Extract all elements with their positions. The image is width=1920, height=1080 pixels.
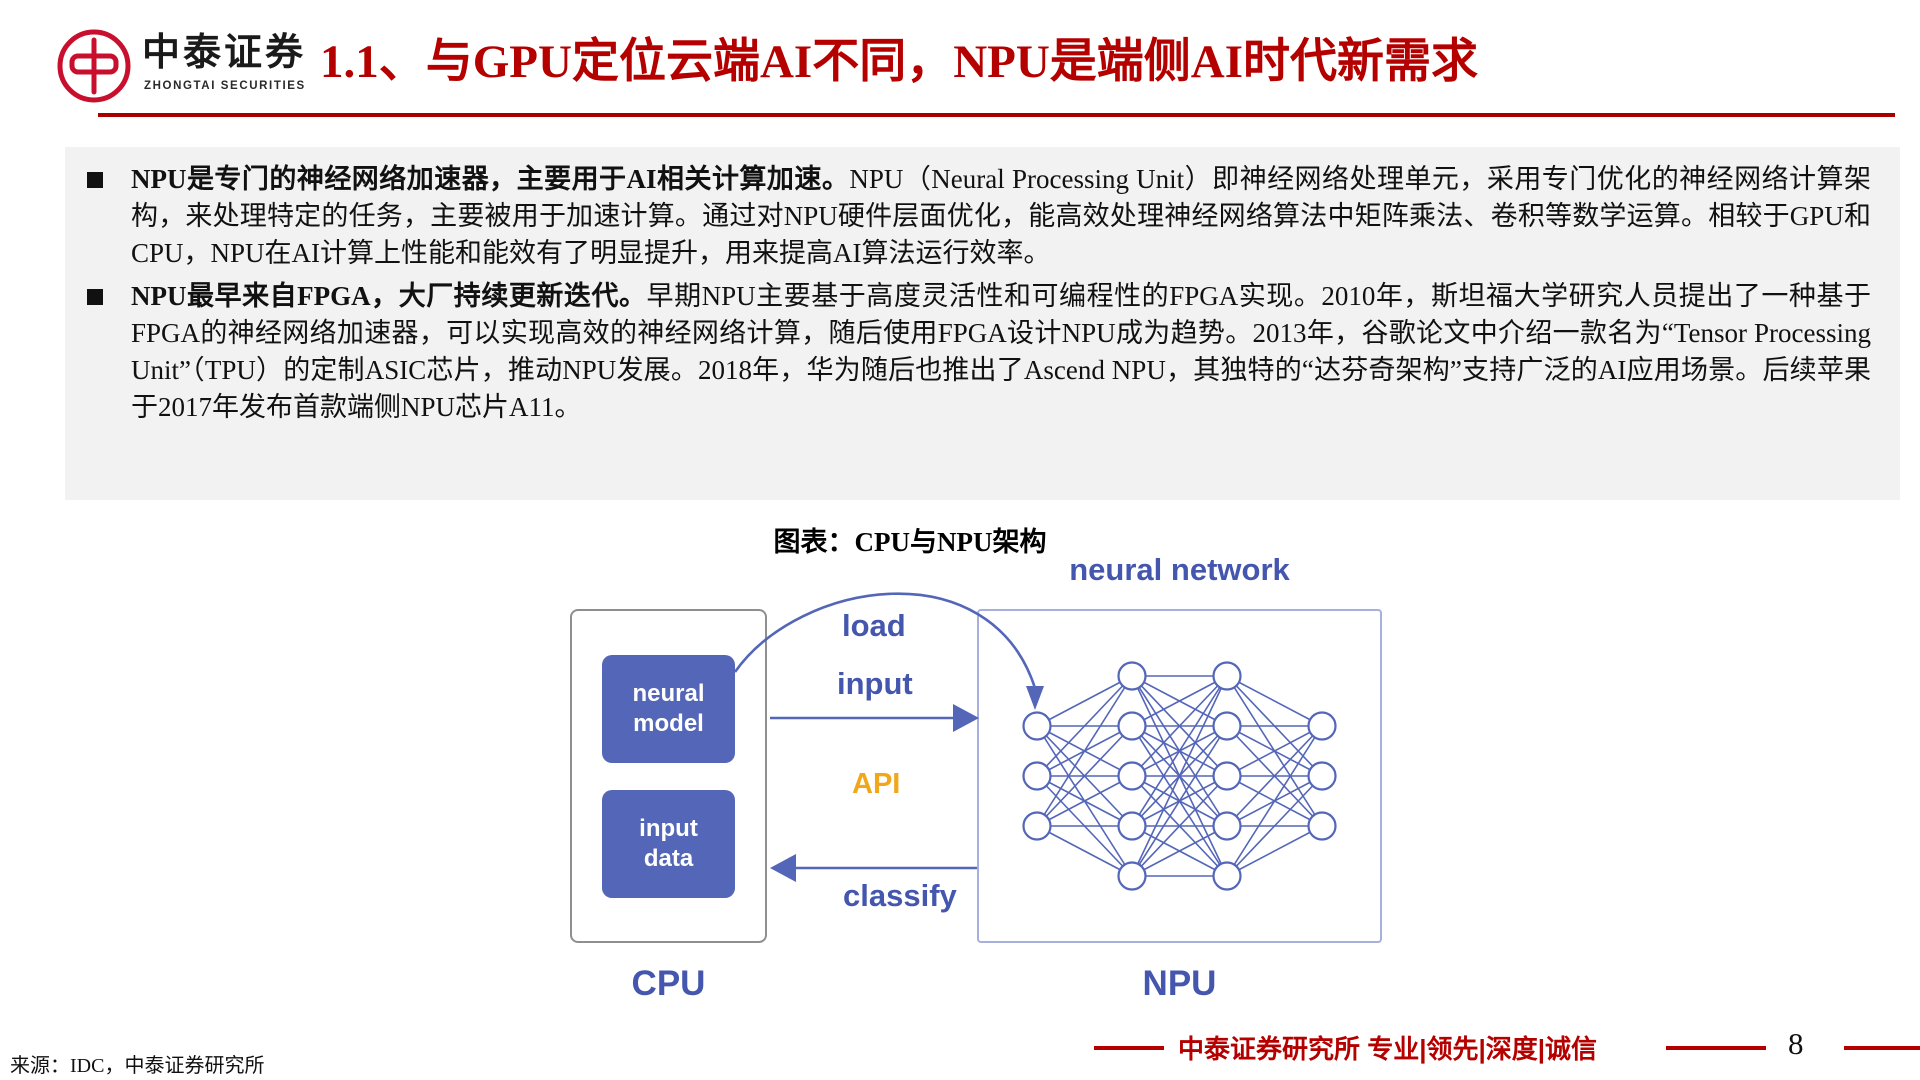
npu-label: NPU xyxy=(1142,964,1217,1003)
bullet-1-body: NPU（Neural Processing Unit）即神经网络处理单元，采用专… xyxy=(131,164,1872,268)
input-data-line2: data xyxy=(643,845,694,872)
npu-network-svg xyxy=(1022,661,1337,891)
zhongtai-logo-icon xyxy=(56,28,132,104)
neural-model-line1: neural xyxy=(632,680,705,707)
header-rule xyxy=(98,113,1895,117)
source-note: 来源：IDC，中泰证券研究所 xyxy=(10,1055,265,1077)
api-label: API xyxy=(852,768,901,800)
input-arrowhead-icon xyxy=(953,704,979,732)
content-panel: NPU是专门的神经网络加速器，主要用于AI相关计算加速。NPU（Neural P… xyxy=(65,147,1900,500)
logo-cn-text: 中泰证券 xyxy=(142,32,307,74)
input-data-block: input data xyxy=(602,790,735,898)
load-label: load xyxy=(842,608,906,643)
bullet-1-lead: NPU是专门的神经网络加速器，主要用于AI相关计算加速。 xyxy=(131,164,850,194)
neural-network-title: neural network xyxy=(1069,552,1290,587)
bullet-item-2: NPU最早来自FPGA，大厂持续更新迭代。早期NPU主要基于高度灵活性和可编程性… xyxy=(81,278,1876,426)
classify-label: classify xyxy=(843,878,957,913)
page-number: 8 xyxy=(1788,1026,1804,1061)
bullet-2-lead: NPU最早来自FPGA，大厂持续更新迭代。 xyxy=(131,281,647,311)
logo-en-text: ZHONGTAI SECURITIES xyxy=(144,80,306,92)
classify-arrowhead-icon xyxy=(770,854,796,882)
footer-rule-mid xyxy=(1666,1046,1766,1050)
page-title: 1.1、与GPU定位云端AI不同，NPU是端侧AI时代新需求 xyxy=(320,36,1479,88)
footer-slogan: 中泰证券研究所 专业|领先|深度|诚信 xyxy=(1178,1034,1598,1064)
footer-rule-right xyxy=(1844,1046,1920,1050)
footer-rule-left xyxy=(1094,1046,1164,1050)
bullet-square-icon xyxy=(87,289,103,305)
bullet-text-2: NPU最早来自FPGA，大厂持续更新迭代。早期NPU主要基于高度灵活性和可编程性… xyxy=(131,278,1871,426)
neural-model-line2: model xyxy=(633,710,704,737)
bullet-item-1: NPU是专门的神经网络加速器，主要用于AI相关计算加速。NPU（Neural P… xyxy=(81,161,1876,272)
figure-caption: 图表：CPU与NPU架构 xyxy=(773,527,1047,557)
bullet-square-icon xyxy=(87,172,103,188)
cpu-label: CPU xyxy=(631,964,706,1003)
input-data-line1: input xyxy=(639,815,698,842)
bullet-text-1: NPU是专门的神经网络加速器，主要用于AI相关计算加速。NPU（Neural P… xyxy=(131,161,1871,272)
input-label: input xyxy=(837,666,913,701)
bullet-2-body: 早期NPU主要基于高度灵活性和可编程性的FPGA实现。2010年，斯坦福大学研究… xyxy=(131,281,1871,422)
neural-model-block: neural model xyxy=(602,655,735,763)
npu-box xyxy=(977,609,1382,943)
